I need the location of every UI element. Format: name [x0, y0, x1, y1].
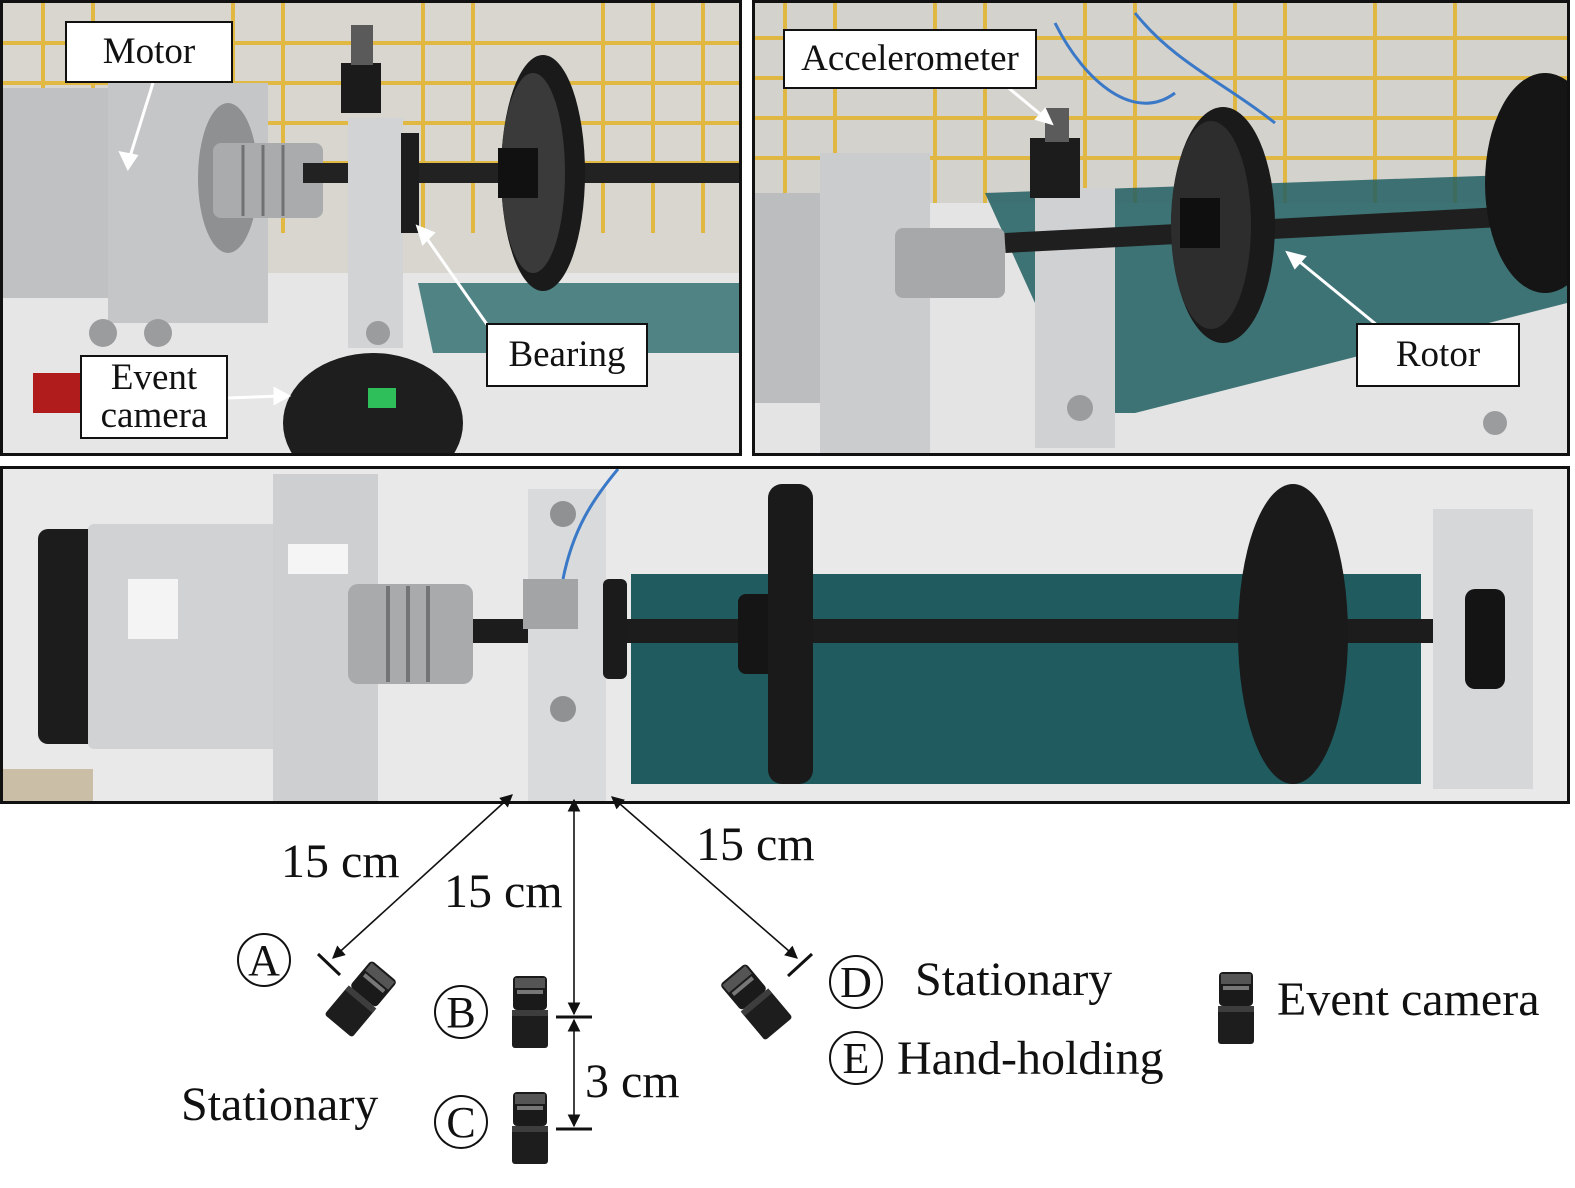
coupling-top — [348, 584, 473, 684]
spacing-label-bc: 3 cm — [585, 1055, 680, 1108]
event-camera-label-line2: camera — [100, 395, 208, 436]
arrow-a — [332, 794, 513, 959]
bearing-support-top — [528, 489, 606, 801]
position-d-marker: D — [829, 955, 883, 1009]
accelerometer-top — [523, 579, 578, 629]
stationary-label-left: Stationary — [181, 1078, 379, 1131]
legend-event-camera-label: Event camera — [1277, 973, 1540, 1026]
photo-panel-top-view — [0, 466, 1570, 804]
position-e-marker: E — [829, 1031, 883, 1085]
rotor-disk-1 — [768, 484, 813, 784]
photo-panel-perspective-view: Accelerometer Rotor — [752, 0, 1570, 456]
accelerometer-label: Accelerometer — [783, 29, 1037, 89]
perspective-view-illustration — [755, 3, 1567, 453]
event-camera-label-line1: Event — [110, 357, 198, 398]
photo-panel-side-view: Motor Bearing Event camera — [0, 0, 742, 456]
arrow-d — [611, 796, 798, 959]
camera-icon-legend — [1218, 972, 1254, 1044]
distance-label-a: 15 cm — [281, 835, 400, 888]
camera-icon-c — [512, 1092, 548, 1164]
bearing-label: Bearing — [486, 323, 648, 387]
event-camera-label: Event camera — [80, 355, 228, 439]
camera-icon-d — [718, 962, 793, 1041]
tick-a — [316, 952, 342, 977]
stationary-label-right: Stationary — [915, 953, 1113, 1006]
coupling — [213, 143, 323, 218]
rotor-disk-2 — [1238, 484, 1348, 784]
camera-icon-b — [512, 976, 548, 1048]
bearing-support — [348, 118, 403, 348]
motor-label: Motor — [65, 21, 233, 83]
distance-label-d: 15 cm — [696, 818, 815, 871]
position-c-marker: C — [434, 1095, 488, 1149]
shaft — [473, 619, 1533, 643]
accelerometer — [1030, 138, 1080, 198]
distance-label-b: 15 cm — [444, 865, 563, 918]
hand-holding-label: Hand-holding — [897, 1032, 1164, 1085]
tick-d — [786, 952, 814, 978]
top-view-illustration — [3, 469, 1567, 801]
rotor-label: Rotor — [1356, 323, 1520, 387]
position-b-marker: B — [434, 985, 488, 1039]
position-a-marker: A — [237, 933, 291, 987]
